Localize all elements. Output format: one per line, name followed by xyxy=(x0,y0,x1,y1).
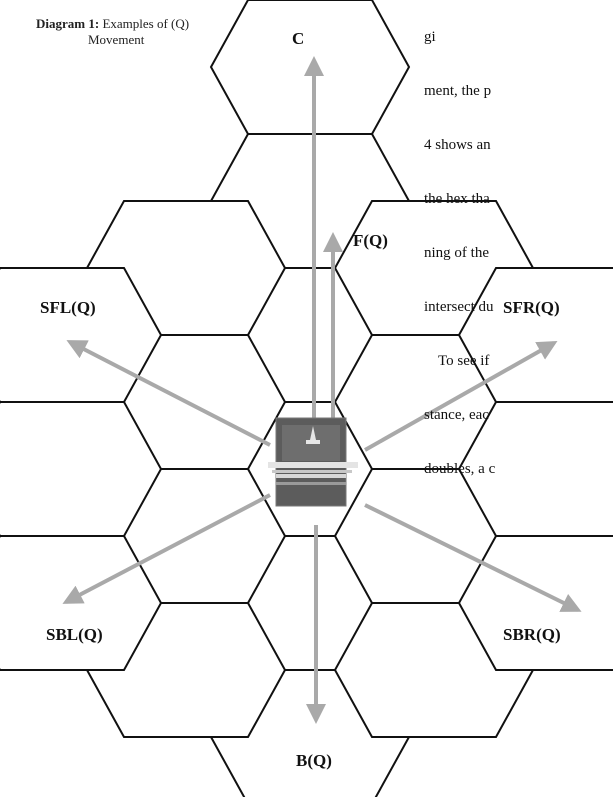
body-line: the hex tha xyxy=(424,191,490,207)
label-c: C xyxy=(292,29,304,48)
body-text-fragment: gi ment, the p 4 shows an the hex tha ni… xyxy=(424,0,613,514)
label-sfl: SFL(Q) xyxy=(40,298,96,317)
ship-counter xyxy=(268,417,358,507)
movement-arrows xyxy=(62,56,582,724)
body-line: doubles, a c xyxy=(424,461,496,477)
arrow-sbr xyxy=(364,503,582,612)
body-line: ning of the xyxy=(424,245,489,261)
body-line: ment, the p xyxy=(424,83,492,99)
body-line: stance, eac xyxy=(424,407,489,423)
label-sfr: SFR(Q) xyxy=(503,298,560,317)
counter-ship-icon xyxy=(310,426,316,440)
arrow-sfr xyxy=(364,341,558,452)
label-b: B(Q) xyxy=(296,751,332,770)
body-line: intersect du xyxy=(424,299,494,315)
body-line: To see if xyxy=(438,353,490,369)
label-f: F(Q) xyxy=(353,231,388,250)
arrow-sfl xyxy=(66,340,271,447)
arrow-sbl xyxy=(62,493,271,604)
hex-c xyxy=(209,0,411,135)
caption-line-2: Movement xyxy=(88,32,145,47)
label-sbr: SBR(Q) xyxy=(503,625,561,644)
caption-lead: Diagram 1: xyxy=(36,16,100,31)
caption-line-1: Examples of (Q) xyxy=(102,16,190,31)
body-line: 4 shows an xyxy=(424,137,491,153)
body-line: gi xyxy=(424,29,436,45)
diagram-caption: Diagram 1: Examples of (Q) Movement xyxy=(36,16,189,48)
hex-outer-left-2 xyxy=(0,401,163,537)
label-sbl: SBL(Q) xyxy=(46,625,103,644)
